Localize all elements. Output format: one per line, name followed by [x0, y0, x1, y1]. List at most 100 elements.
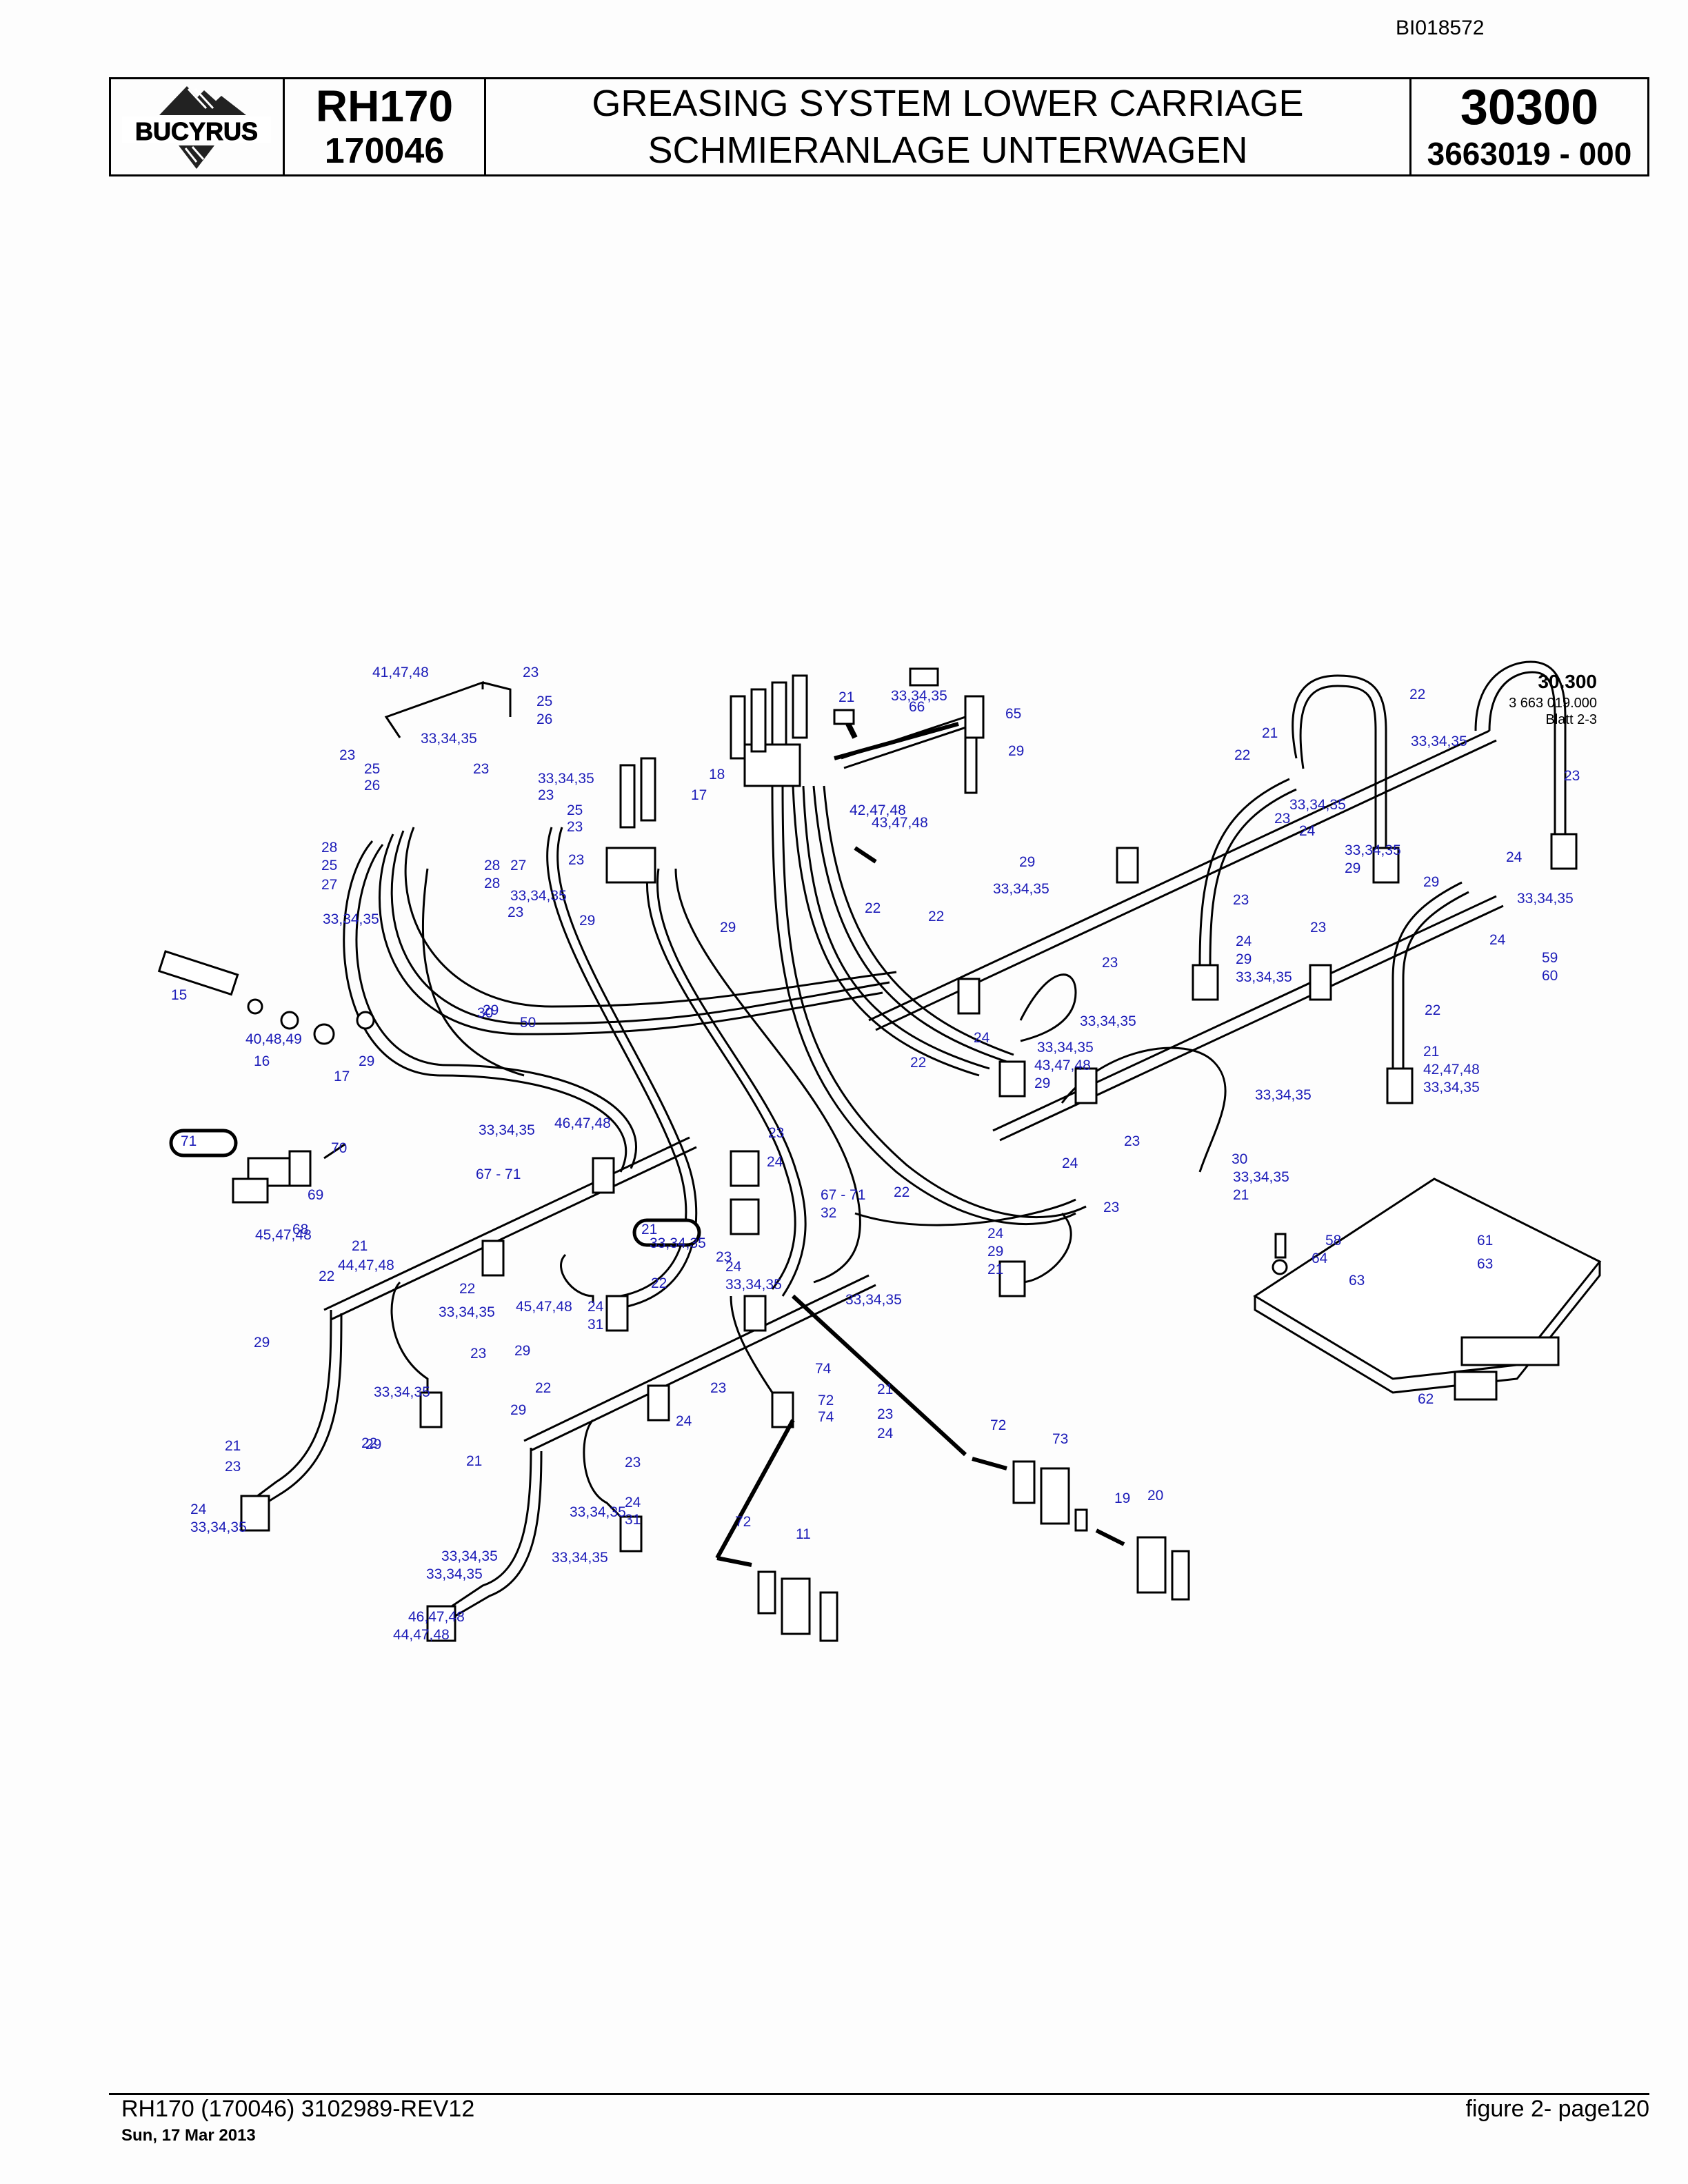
callout-111: 23	[1102, 955, 1118, 971]
callout-29: 50	[520, 1015, 536, 1031]
callout-104: 29	[1008, 743, 1024, 759]
callout-27: 29	[720, 920, 736, 936]
callout-56: 24	[190, 1502, 207, 1517]
callout-3: 25	[536, 694, 552, 709]
callout-57: 33,34,35	[190, 1519, 247, 1535]
callout-80: 21	[877, 1382, 893, 1397]
callout-12: 17	[691, 787, 707, 803]
bucyrus-logo: BUCYRUS	[122, 86, 271, 169]
callout-78: 31	[625, 1512, 641, 1528]
callout-92: 72	[818, 1393, 834, 1408]
callout-133: 24	[1299, 823, 1316, 839]
callout-44: 21	[352, 1238, 368, 1254]
callout-63: 67 - 71	[821, 1187, 865, 1203]
callout-107: 22	[865, 900, 881, 916]
callout-54: 21	[225, 1438, 241, 1454]
callout-101: 33,34,35	[891, 688, 947, 704]
callout-66: 23	[716, 1249, 732, 1265]
callout-82: 24	[877, 1426, 894, 1442]
callout-87: 29	[365, 1437, 381, 1453]
callout-81: 23	[877, 1406, 893, 1422]
callout-86: 44,47,48	[393, 1627, 450, 1643]
callout-40: 70	[331, 1140, 347, 1156]
callout-71: 22	[894, 1184, 910, 1200]
callout-16: 27	[510, 858, 526, 873]
callout-62: 24	[767, 1154, 783, 1170]
callout-89: 23	[710, 1380, 726, 1396]
drawing-ref-number: 30.300	[1538, 671, 1597, 692]
callout-138: 24	[1236, 933, 1252, 949]
callout-28: 29	[483, 1002, 499, 1018]
callout-69: 22	[651, 1275, 667, 1291]
callout-20: 28	[484, 858, 500, 873]
callout-18: 25	[321, 858, 337, 873]
callout-147: 29	[1423, 874, 1439, 890]
callout-47: 22	[459, 1281, 475, 1297]
callout-146: 24	[1506, 849, 1523, 865]
callout-2: 23	[523, 665, 539, 680]
callout-129: 21	[1262, 725, 1278, 741]
callout-36: 33,34,35	[479, 1122, 535, 1138]
callout-38: 67 - 71	[476, 1166, 521, 1182]
callout-103: 65	[1005, 706, 1021, 722]
callout-134: 33,34,35	[1345, 842, 1401, 858]
logo-text: BUCYRUS	[135, 117, 258, 145]
callout-59: 29	[514, 1343, 530, 1359]
callout-83: 33,34,35	[441, 1548, 498, 1564]
footer-page: figure 2- page120	[1465, 2096, 1649, 2122]
callout-30: 15	[171, 987, 187, 1003]
callout-46: 44,47,48	[338, 1257, 394, 1273]
document-id: BI018572	[1396, 17, 1485, 39]
callout-105: 42,47,48	[850, 802, 906, 818]
callout-26: 29	[579, 913, 595, 929]
callout-149: 23	[1310, 920, 1326, 936]
callout-67: 24	[725, 1259, 742, 1275]
callout-136: 33,34,35	[1411, 734, 1467, 749]
callout-4: 26	[536, 711, 552, 727]
callout-144: 33,34,35	[1423, 1080, 1480, 1095]
drawing-ref-sheet: Blatt 2-3	[1546, 712, 1597, 727]
callout-34: 29	[359, 1053, 374, 1069]
title-english: GREASING SYSTEM LOWER CARRIAGE	[592, 83, 1304, 124]
callout-154: 64	[1312, 1251, 1328, 1266]
callout-84: 33,34,35	[426, 1566, 483, 1582]
callout-123: 21	[1233, 1187, 1249, 1203]
callout-10: 33,34,35	[538, 771, 594, 787]
callout-88: 33,34,35	[552, 1550, 608, 1566]
serial-number: 170046	[324, 131, 445, 171]
callout-7: 25	[364, 761, 380, 777]
footer-reference: RH170 (170046) 3102989-REV12	[121, 2096, 475, 2122]
callout-70: 33,34,35	[845, 1292, 902, 1308]
callout-148: 33,34,35	[1517, 891, 1574, 907]
callout-130: 22	[1234, 747, 1250, 763]
callout-68: 33,34,35	[725, 1277, 782, 1293]
callout-124: 23	[1103, 1200, 1119, 1215]
callout-45: 22	[319, 1268, 334, 1284]
callout-79: 33,34,35	[570, 1504, 626, 1520]
callout-115: 29	[1034, 1075, 1050, 1091]
callout-91: 74	[815, 1361, 832, 1377]
callout-60: 33,34,35	[650, 1235, 706, 1251]
callout-42: 68	[292, 1222, 308, 1237]
callout-14: 25	[567, 802, 583, 818]
callout-125: 24	[987, 1226, 1004, 1242]
title-cell: GREASING SYSTEM LOWER CARRIAGE SCHMIERAN…	[486, 79, 1411, 174]
callout-90: 24	[676, 1413, 692, 1429]
callout-152: 60	[1542, 968, 1558, 984]
callout-143: 42,47,48	[1423, 1062, 1480, 1078]
callout-142: 21	[1423, 1044, 1439, 1060]
callout-52: 31	[587, 1317, 603, 1333]
callout-5: 33,34,35	[421, 731, 477, 747]
callout-31: 40,48,49	[245, 1031, 302, 1047]
callout-132: 23	[1274, 811, 1290, 827]
callout-128: 22	[1409, 687, 1425, 702]
callout-11: 23	[538, 787, 554, 803]
callout-155: 63	[1349, 1273, 1365, 1288]
callout-49: 29	[254, 1335, 270, 1351]
callout-9: 23	[473, 761, 489, 777]
callout-156: 61	[1477, 1233, 1493, 1248]
callout-33: 17	[334, 1069, 350, 1084]
callout-58: 22	[361, 1435, 377, 1451]
callout-43: 45,47,48	[255, 1227, 312, 1243]
